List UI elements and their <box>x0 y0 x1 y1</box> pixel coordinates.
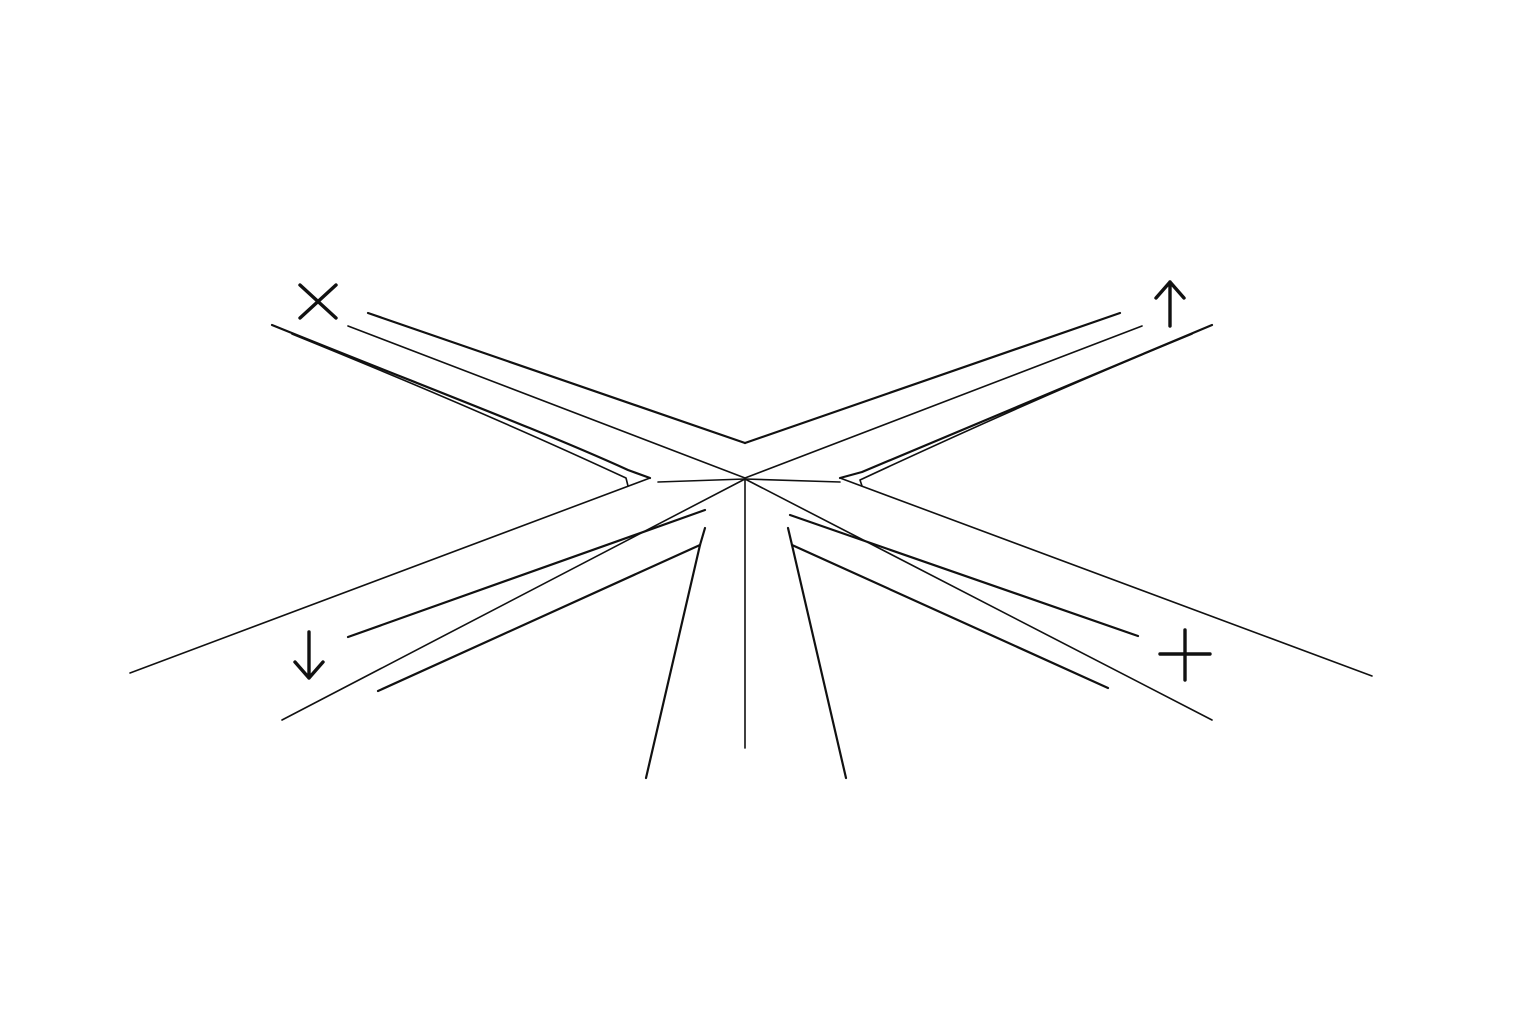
upper-left-far-edge <box>366 311 747 445</box>
upper-right-arm <box>743 311 1214 487</box>
arrow-up-icon <box>1154 280 1186 328</box>
bottom-right-edge <box>786 526 848 780</box>
lower-left-long-edge <box>129 477 651 674</box>
lower-right-arm <box>744 477 1373 721</box>
plus-icon <box>1158 628 1212 682</box>
upper-right-far-edge <box>743 311 1122 445</box>
lower-left-inner-top <box>346 508 707 639</box>
lower-right-centerline <box>744 478 1213 721</box>
lower-left-arm <box>129 477 746 721</box>
upper-right-centerline <box>744 325 1143 479</box>
upper-left-arm <box>270 311 747 487</box>
upper-left-inner-edge <box>291 333 629 487</box>
lower-left-inner-bottom <box>376 543 702 693</box>
lower-right-long-edge <box>839 477 1373 677</box>
arrow-down-icon <box>293 630 325 680</box>
times-icon <box>298 283 338 320</box>
lower-left-centerline <box>281 478 746 721</box>
upper-left-outer-edge <box>270 323 652 480</box>
lower-right-inner-top <box>788 513 1140 638</box>
bottom-arm <box>644 478 848 780</box>
bottom-left-edge <box>644 526 707 780</box>
upper-left-centerline <box>347 325 746 479</box>
lower-right-inner-bottom <box>790 543 1110 690</box>
upper-right-inner-edge <box>859 333 1193 487</box>
